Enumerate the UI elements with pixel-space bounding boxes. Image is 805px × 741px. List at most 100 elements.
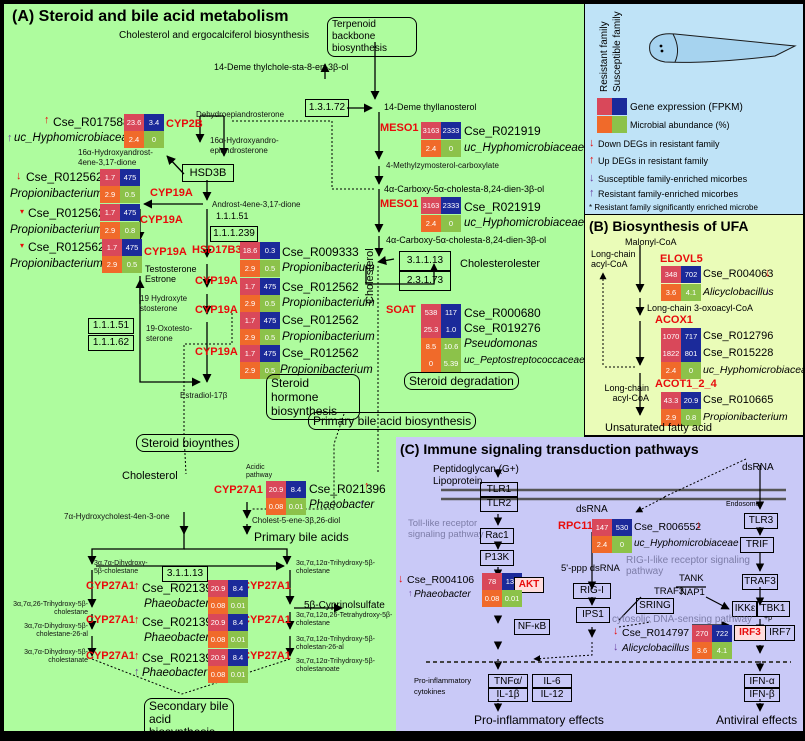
node-nap1[interactable]: NAP1 (680, 587, 705, 598)
node-ifnb: IFN-β (744, 687, 780, 702)
down-arrow-icon: ↓ (589, 137, 595, 149)
microbe-name: uc_Peptostreptococcaceae (464, 355, 585, 366)
expr-susceptible: 475 (122, 239, 142, 256)
gene-id: Cse_R021919 (464, 200, 541, 214)
enzyme-hsd17b3: HSD17B3 (192, 244, 242, 256)
expr-susceptible: 0.3 (260, 242, 280, 259)
node-tbk1[interactable]: TBK1 (756, 601, 790, 617)
abund-susceptible: 0.5 (260, 295, 280, 312)
gene-id: Cse_R006552 (634, 521, 702, 533)
microbe-name: uc_Hyphomicrobiaceae (703, 364, 805, 376)
node-irf7[interactable]: IRF7 (765, 625, 795, 641)
pathway-secondary-bile[interactable]: Secondary bile acid biosynthesis (144, 698, 234, 741)
cytokine-il6: IL-6 (532, 674, 572, 689)
abund-resistant: 2.4 (124, 131, 144, 148)
expr-resistant: 1.7 (240, 278, 260, 295)
gene-id: Cse_R021396 (309, 482, 386, 496)
abund-resistant: 3.6 (692, 642, 712, 659)
abund-resistant: 8.5 (421, 338, 441, 355)
expr-susceptible: 801 (681, 345, 701, 362)
microbe-name: Propionibacterium (280, 364, 373, 376)
down-arrow-icon: ↓ (613, 641, 619, 653)
expr-resistant: 270 (692, 625, 712, 642)
expr-resistant: 538 (421, 304, 441, 321)
node-traf3b[interactable]: TRAF3 (654, 586, 685, 597)
ligand-lipoprotein: Lipoprotein (433, 476, 483, 487)
abund-susceptible: 5.39 (441, 355, 461, 372)
expr-susceptible: 722 (712, 625, 732, 642)
enzyme-rpc11: RPC11 (558, 520, 593, 532)
expr-susceptible: 2333 (441, 122, 461, 139)
microbe-name: uc_Hyphomicrobiaceae (464, 217, 585, 229)
metabolite: 3α,7α-Dihydroxy-5β-cholestane-26-al (24, 623, 88, 638)
node-tlr2[interactable]: TLR2 (480, 496, 518, 512)
expr-resistant: 1822 (661, 345, 681, 362)
node-ikke[interactable]: IKKε (732, 601, 758, 617)
abund-resistant: 2.9 (240, 362, 260, 379)
enzyme-cyp2b: CYP2B (166, 118, 203, 130)
legend-star: * Resistant family significantly enriche… (589, 203, 758, 212)
up-arrow-icon: ↑ (134, 650, 140, 662)
expr-resistant: 348 (661, 266, 681, 283)
node-traf3[interactable]: TRAF3 (742, 574, 778, 590)
legend-swatch-blue (612, 98, 627, 115)
abund-resistant: 2.9 (240, 329, 260, 346)
abund-susceptible: 0.01 (228, 597, 248, 614)
gene-id: Cse_R021919 (464, 124, 541, 138)
enzyme-cyp27a1: CYP27A1 (242, 580, 291, 592)
endosome-label: Endosome (726, 501, 760, 508)
node-irf3[interactable]: IRF3 (734, 625, 766, 641)
node-nfkb[interactable]: NF-κB (514, 619, 550, 635)
expr-susceptible: 2333 (441, 197, 461, 214)
expr-susceptible: 475 (260, 278, 280, 295)
pathway-steroid-biosynth[interactable]: Steroid bioynthes (136, 434, 239, 452)
microbe-name: Phaeobacter (309, 499, 375, 511)
ligand-peptidoglycan: Peptidoglycan (G+) (433, 464, 519, 475)
down-arrow-icon: ▾ (20, 207, 25, 216)
pathway-steroid-degradation[interactable]: Steroid degradation (404, 372, 519, 390)
node-trif[interactable]: TRIF (740, 537, 774, 553)
abund-resistant: 0.08 (482, 590, 502, 607)
metabolite: Dehydroepiandrosterone (196, 110, 285, 119)
node-ips1[interactable]: IPS1 (576, 607, 610, 623)
gene-id: Cse_R012562 (28, 240, 105, 254)
expr-resistant: 18.6 (240, 242, 260, 259)
expr-resistant: 20.9 (208, 580, 228, 597)
expr-resistant: 3163 (421, 122, 441, 139)
microbe-name: Propionibacterium (703, 411, 788, 423)
node-tlr1[interactable]: TLR1 (480, 482, 518, 498)
gene-id: Cse_R012562 (28, 206, 105, 220)
node-akt[interactable]: AKT (514, 577, 544, 593)
gene-id: Cse_R012562 (282, 313, 359, 327)
node-tlr3[interactable]: TLR3 (744, 513, 778, 529)
abund-susceptible: 0.01 (228, 666, 248, 683)
node-p13k[interactable]: P13K (480, 550, 514, 566)
phosphorylation-label: +p (764, 615, 772, 622)
enzyme-cyp19a: CYP19A (195, 346, 238, 358)
node-rig-i[interactable]: RIG-I (573, 583, 611, 599)
abund-resistant: 2.9 (240, 295, 260, 312)
node-rac1[interactable]: Rac1 (480, 528, 514, 544)
expr-susceptible: 475 (260, 312, 280, 329)
node-tank[interactable]: TANK (679, 573, 704, 584)
purple-down-arrow-icon: ↓ (589, 172, 595, 184)
abund-resistant: 2.9 (102, 256, 122, 273)
abund-resistant: 0.08 (266, 498, 286, 515)
up-arrow-icon: ↑ (134, 614, 140, 626)
ligand-dsrna: dsRNA (742, 462, 774, 473)
metabolite: 14-Deme thylchole-sta-8-en-3β-ol (214, 62, 349, 72)
node-sring[interactable]: SRING (636, 598, 674, 614)
gene-id: Cse_R004063 (703, 268, 774, 280)
pathway-primary-bile[interactable]: Primary bile acid biosynthesis (308, 412, 477, 430)
enzyme-acox1: ACOX1 (655, 314, 693, 326)
ligand-dsrna-mid: dsRNA (576, 504, 608, 515)
gene-id: Cse_R009333 (282, 245, 359, 259)
metabolite: 19 Hydroxyte stosterone (140, 294, 188, 313)
microbe-name: Propionibacterium (282, 262, 375, 274)
expr-resistant: 1070 (661, 328, 681, 345)
pathway-terpenoid[interactable]: Terpenoid backbone biosynthesis (327, 17, 417, 57)
gene-id: Cse_R021396 (142, 581, 219, 595)
metabolite: 4-Methylzymosterol-carboxylate (386, 161, 499, 170)
down-arrow-icon: ↓ (696, 519, 702, 531)
up-arrow-icon: ↑ (408, 588, 413, 598)
